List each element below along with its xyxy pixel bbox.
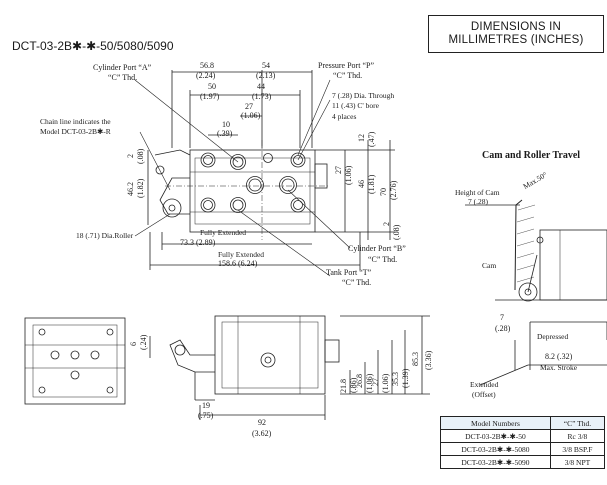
dim-158-6: 158.6 (6.24) [218, 259, 258, 268]
dim-92: 92 [258, 418, 266, 427]
v-dim-2: 2 [126, 154, 135, 158]
v-dim-27-in: (1.06) [344, 165, 353, 185]
v-dim-2-in: (.08) [136, 148, 145, 164]
table-cell: 3/8 NPT [549, 455, 606, 469]
depressed-label: Depressed [537, 332, 569, 341]
fully-extended-1: Fully Extended [200, 228, 247, 237]
pressure-port-label: Pressure Port “P” [318, 61, 374, 70]
dim-73-3: 73.3 (2.89) [180, 238, 216, 247]
cam-roller-drawing [465, 199, 607, 386]
dim-92-in: (3.62) [252, 429, 272, 438]
table-cell: Rc 3/8 [549, 429, 606, 443]
units-line-2: MILLIMETRES (INCHES) [448, 34, 584, 46]
v-dim-6-in: (.24) [139, 334, 148, 350]
roller [162, 198, 182, 218]
units-box: DIMENSIONS IN MILLIMETRES (INCHES) [428, 15, 604, 53]
table-row: DCT-03-2B✱-✱-5080 3/8 BSP.F [440, 442, 606, 456]
v-dim-46-in: (1.81) [367, 174, 376, 194]
table-row: DCT-03-2B✱-✱-5090 3/8 NPT [440, 455, 606, 469]
dim-56-8-in: (2.24) [196, 71, 216, 80]
v-dim-27b: 27 [371, 378, 380, 386]
table-cell: DCT-03-2B✱-✱-50 [440, 429, 551, 443]
port-p [248, 178, 262, 192]
cam-dim-7-in: (.28) [495, 324, 511, 333]
v-dim-35-3-in: (1.39) [401, 368, 410, 388]
v-dim-27: 27 [334, 166, 343, 174]
cam-roller-title: Cam and Roller Travel [482, 150, 581, 161]
chain-line-note-1: Chain line indicates the [40, 117, 111, 126]
model-table: Model Numbers “C” Thd. DCT-03-2B✱-✱-50 R… [440, 416, 606, 469]
dim-27-in: (1.06) [241, 111, 261, 120]
roller-label: 18 (.71) Dia.Roller [76, 231, 134, 240]
front-view-drawing [149, 315, 430, 420]
v-dim-6: 6 [129, 342, 138, 346]
table-header-row: Model Numbers “C” Thd. [440, 416, 606, 430]
v-dim-26-8: 26.8 [355, 374, 364, 388]
v-dim-70-in: (2.76) [389, 180, 398, 200]
bolt-hole [203, 155, 213, 165]
model-title: DCT-03-2B✱-✱-50/5080/5090 [12, 39, 174, 53]
v-dim-2b: 2 [382, 222, 391, 226]
tank-port-label: Tank Port “T” [326, 268, 372, 277]
offset-label: (Offset) [472, 390, 496, 399]
table-header-model: Model Numbers [440, 416, 551, 430]
side-view-left [24, 317, 126, 405]
cyl-port-a-label: Cylinder Port “A” [93, 63, 152, 72]
dim-19: 19 [202, 401, 210, 410]
table-cell: DCT-03-2B✱-✱-5080 [440, 442, 551, 456]
cyl-port-b-label: Cylinder Port “B” [348, 244, 406, 253]
table-cell: DCT-03-2B✱-✱-5090 [440, 455, 551, 469]
dim-54-in: (2.13) [256, 71, 276, 80]
dim-27: 27 [245, 102, 253, 111]
dim-10: 10 [222, 120, 230, 129]
dim-50: 50 [208, 82, 216, 91]
height-of-cam-label: Height of Cam [455, 188, 500, 197]
v-dim-2b-in: (.08) [392, 224, 401, 240]
dim-44: 44 [257, 82, 265, 91]
fully-extended-2: Fully Extended [218, 250, 265, 259]
v-dim-70: 70 [379, 188, 388, 196]
stroke-value: 8.2 (.32) [545, 352, 573, 361]
height-of-cam-value: 7 (.28) [468, 197, 488, 206]
table-cell: 3/8 BSP.F [549, 442, 606, 456]
dim-54: 54 [262, 61, 270, 70]
cam-dim-7: 7 [500, 313, 504, 322]
v-dim-27b-in: (1.06) [381, 373, 390, 393]
cyl-port-a-thd: “C” Thd. [108, 73, 138, 82]
dim-50-in: (1.97) [200, 92, 220, 101]
dim-19-in: (.75) [198, 411, 214, 420]
v-dim-85-3: 85.3 [411, 352, 420, 366]
v-dim-46-2: 46.2 [126, 182, 135, 196]
v-dim-46-2-in: (1.82) [136, 178, 145, 198]
extended-label: Extended [470, 380, 499, 389]
top-view-drawing [134, 70, 395, 277]
hole-note-2: 11 (.43) C' bore [332, 101, 379, 110]
table-header-thread: “C” Thd. [549, 416, 606, 430]
tank-port-thd: “C” Thd. [342, 278, 372, 287]
cyl-port-b-thd: “C” Thd. [368, 255, 398, 264]
v-dim-85-3-in: (3.36) [424, 350, 433, 370]
hole-note-1: 7 (.28) Dia. Through [332, 91, 395, 100]
port-a [232, 156, 244, 168]
v-dim-21-8: 21.8 [339, 379, 348, 393]
chain-line-note-2: Model DCT-03-2B✱-R [40, 127, 111, 136]
max-stroke-label: Max. Stroke [540, 363, 578, 372]
cam-label: Cam [482, 261, 497, 270]
units-line-1: DIMENSIONS IN [470, 21, 562, 33]
dim-56-8: 56.8 [200, 61, 214, 70]
dim-44-in: (1.73) [252, 92, 272, 101]
dim-10-in: (.39) [217, 129, 233, 138]
v-dim-12-in: (.47) [367, 131, 376, 147]
hole-note-3: 4 places [332, 112, 357, 121]
pressure-port-thd: “C” Thd. [333, 71, 363, 80]
v-dim-12: 12 [357, 134, 366, 142]
valve-body-outline [189, 149, 316, 233]
table-row: DCT-03-2B✱-✱-50 Rc 3/8 [440, 429, 606, 443]
v-dim-35-3: 35.3 [391, 372, 400, 386]
v-dim-46: 46 [357, 180, 366, 188]
